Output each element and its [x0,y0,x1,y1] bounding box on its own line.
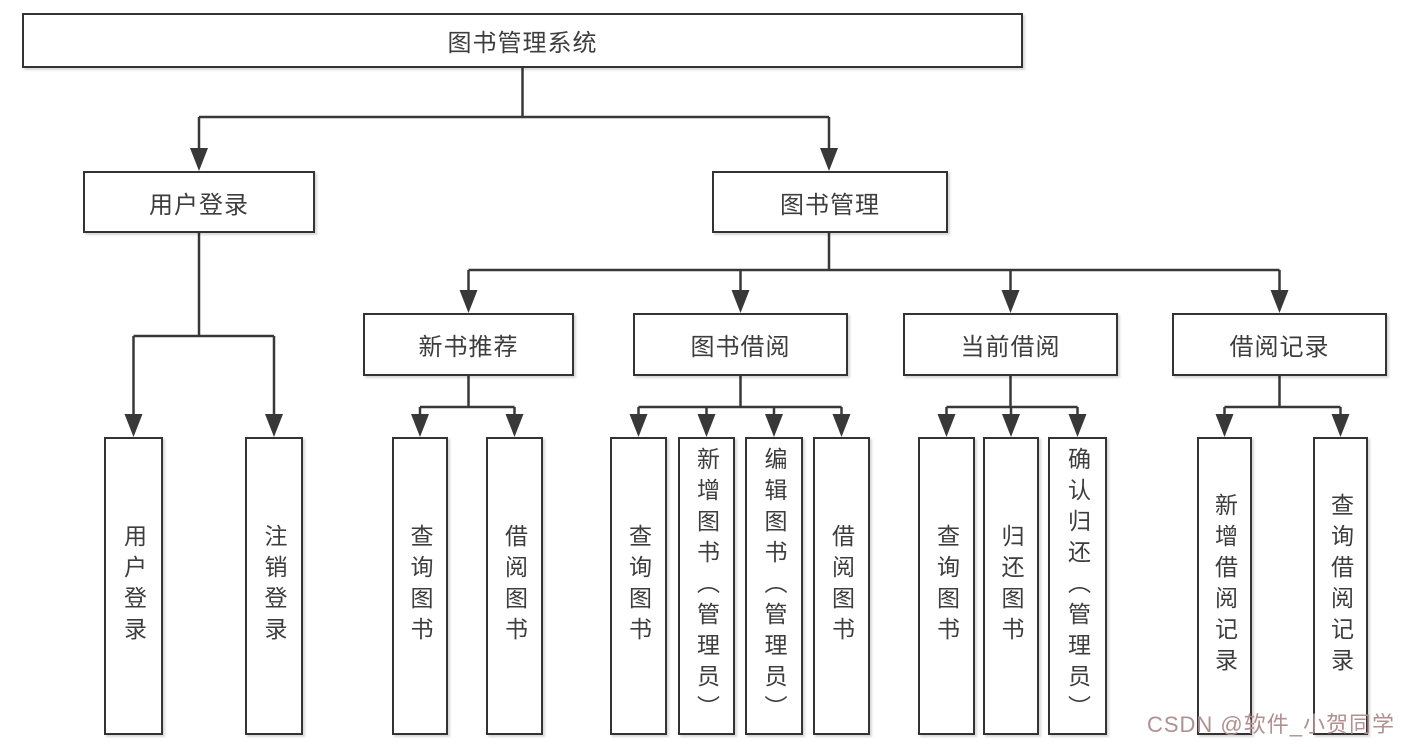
node-current-borrow: 当前借阅 [903,313,1118,376]
arrowhead-icon [697,414,716,437]
leaf-query-books-current: 查询图书 [918,437,975,735]
node-user-login: 用户登录 [83,171,315,233]
arrowhead-icon [731,290,750,313]
connector-line [945,376,1079,417]
connector-line [1223,376,1342,417]
connector-line [132,233,276,417]
node-book-borrow: 图书借阅 [633,313,848,376]
leaf-add-book-admin: 新增图书（管理员） [678,437,735,735]
arrowhead-icon [124,414,143,437]
node-book-management: 图书管理 [712,171,948,233]
arrowhead-icon [765,414,783,437]
arrowhead-icon [265,414,283,437]
leaf-user-login: 用户登录 [104,437,163,735]
arrowhead-icon [505,414,524,437]
connector-line [418,376,516,417]
connector-line [197,68,831,151]
csdn-watermark: CSDN @软件_小贺同学 [1146,712,1395,737]
node-borrow-records: 借阅记录 [1172,313,1387,376]
node-new-book-recommend: 新书推荐 [363,313,574,376]
connector-line [467,233,1281,293]
leaf-edit-book-admin: 编辑图书（管理员） [745,437,803,735]
leaf-query-borrow-record: 查询借阅记录 [1313,437,1368,735]
arrowhead-icon [629,414,648,437]
arrowhead-icon [832,414,851,437]
arrowhead-icon [1331,414,1350,437]
leaf-logout: 注销登录 [245,437,303,735]
arrowhead-icon [1001,290,1020,313]
arrowhead-icon [1068,414,1087,437]
leaf-borrow-books-recommend: 借阅图书 [486,437,543,735]
leaf-confirm-return-admin: 确认归还（管理员） [1048,437,1107,735]
arrowhead-icon [411,414,429,437]
arrowhead-icon [1002,414,1020,437]
arrowhead-icon [1215,414,1234,437]
leaf-query-books-recommend: 查询图书 [392,437,448,735]
connector-line [637,376,843,417]
leaf-borrow-books-borrow: 借阅图书 [813,437,870,735]
arrowhead-icon [190,148,208,171]
arrowhead-icon [1270,290,1289,313]
node-root: 图书管理系统 [22,13,1023,68]
leaf-query-books-borrow: 查询图书 [610,437,667,735]
arrowhead-icon [459,290,478,313]
arrowhead-icon [937,414,956,437]
leaf-add-borrow-record: 新增借阅记录 [1197,437,1252,735]
arrowhead-icon [820,148,838,171]
leaf-return-book: 归还图书 [983,437,1039,735]
